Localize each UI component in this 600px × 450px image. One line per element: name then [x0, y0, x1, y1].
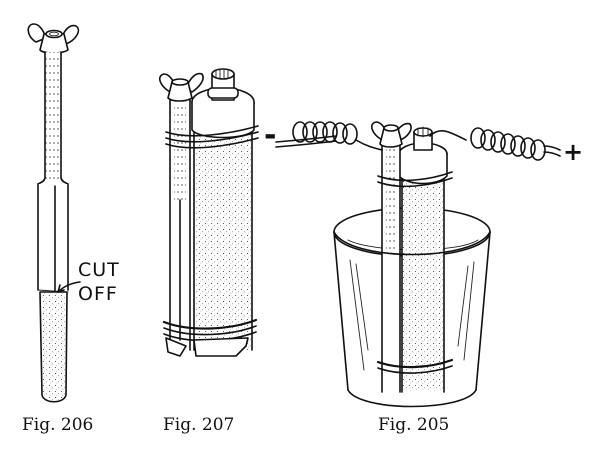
negative-coil-wire — [275, 121, 383, 151]
cut-off-label: CUT OFF — [78, 258, 120, 306]
negative-terminal-sign: - — [264, 118, 277, 153]
caption-fig-207: Fig. 207 — [163, 415, 235, 435]
arrow-icon — [57, 281, 81, 293]
caption-fig-205: Fig. 205 — [378, 415, 450, 435]
cut-off-section — [39, 291, 68, 403]
caption-fig-206: Fig. 206 — [22, 415, 94, 435]
fig-205-drawing — [275, 121, 561, 408]
wing-nut-icon — [27, 23, 80, 54]
fig-207-drawing — [158, 68, 259, 357]
threaded-rod — [45, 52, 61, 182]
positive-terminal-sign: + — [563, 138, 584, 166]
cut-off-label-line-2: OFF — [78, 283, 118, 305]
fig-206-drawing — [27, 23, 81, 403]
cut-off-label-line-1: CUT — [78, 259, 120, 281]
positive-coil-wire — [429, 127, 561, 161]
